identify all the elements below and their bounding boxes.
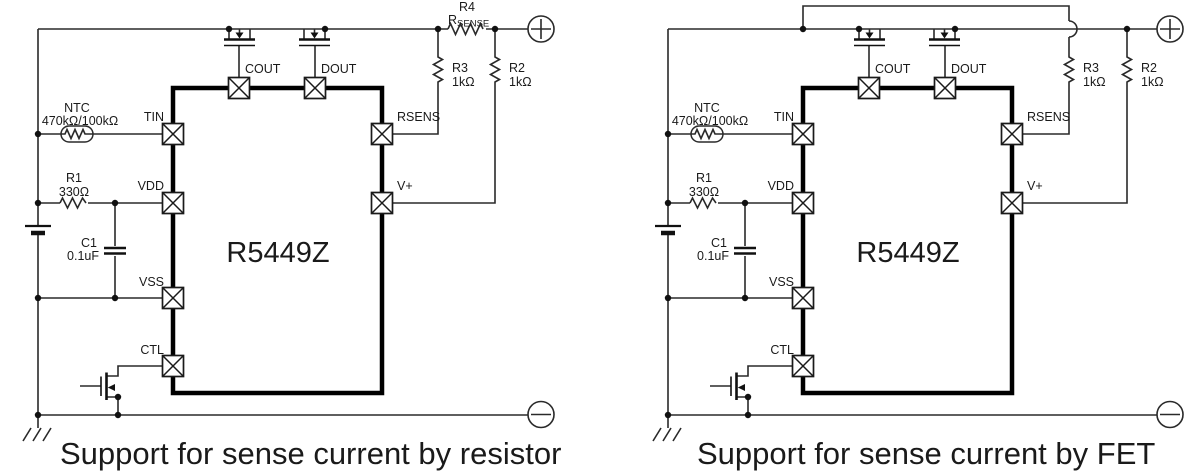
resistor-r4-zigzag — [447, 21, 484, 37]
capacitor-c1-symbol — [102, 246, 128, 255]
ntc-name-label: NTC — [694, 101, 720, 115]
pin-label-vdd: VDD — [138, 179, 164, 193]
battery-cell-symbol — [25, 226, 51, 233]
pin-label-vdd: VDD — [768, 179, 794, 193]
ic-name: R5449Z — [226, 237, 329, 269]
pin-label-tin: TIN — [144, 110, 164, 124]
pin-label-vss: VSS — [769, 275, 794, 289]
pin-label-dout: DOUT — [321, 62, 357, 76]
r3-value-label: 1kΩ — [1083, 75, 1106, 89]
r3-name-label: R3 — [452, 61, 468, 75]
pin-cout — [857, 76, 881, 100]
left-junction-dots — [34, 25, 499, 419]
r3-name-label: R3 — [1083, 61, 1099, 75]
ic-body — [800, 85, 1015, 396]
r2-value-label: 1kΩ — [1141, 75, 1164, 89]
minus-terminal-icon — [527, 400, 555, 429]
capacitor-c1-symbol — [732, 246, 758, 255]
c1-value-label: 0.1uF — [67, 249, 99, 263]
right-labels: NTC 470kΩ/100kΩ R1 330Ω C1 0.1uF TIN VDD… — [672, 61, 1164, 357]
pin-label-vplus: V+ — [397, 179, 413, 193]
r4-name-label: R4 — [459, 0, 475, 14]
pin-label-cout: COUT — [245, 62, 281, 76]
pin-rsens — [1000, 122, 1024, 146]
plus-terminal-icon — [1156, 15, 1184, 43]
pin-ctl — [161, 354, 185, 378]
ntc-thermistor-symbol — [690, 125, 724, 143]
r1-name-label: R1 — [696, 171, 712, 185]
resistor-r2-symbol — [489, 54, 501, 86]
ntc-value-label: 470kΩ/100kΩ — [42, 114, 118, 128]
pin-vplus — [1000, 191, 1024, 215]
pin-vdd — [791, 191, 815, 215]
r1-value-label: 330Ω — [689, 185, 719, 199]
pin-tin — [161, 122, 185, 146]
right-junction-dots — [664, 25, 1131, 419]
pin-label-ctl: CTL — [140, 343, 164, 357]
pin-label-dout: DOUT — [951, 62, 987, 76]
resistor-r3-symbol — [432, 54, 444, 86]
resistor-r3-symbol — [1063, 54, 1075, 86]
pin-dout — [303, 76, 327, 100]
ground-icon — [652, 427, 682, 442]
pin-ctl — [791, 354, 815, 378]
pin-tin — [791, 122, 815, 146]
right-circuit: R5449Z NTC 47 — [652, 5, 1184, 471]
ground-icon — [22, 427, 52, 442]
resistor-r1-zigzag — [59, 196, 87, 210]
r2-value-label: 1kΩ — [509, 75, 532, 89]
pin-label-vplus: V+ — [1027, 179, 1043, 193]
pin-vss — [161, 286, 185, 310]
left-circuit: R5449Z NTC 47 — [22, 0, 561, 471]
resistor-r2-symbol — [1121, 54, 1133, 86]
c1-name-label: C1 — [81, 236, 97, 250]
pin-vdd — [161, 191, 185, 215]
r1-value-label: 330Ω — [59, 185, 89, 199]
pin-label-tin: TIN — [774, 110, 794, 124]
pin-vss — [791, 286, 815, 310]
r2-name-label: R2 — [1141, 61, 1157, 75]
c1-value-label: 0.1uF — [697, 249, 729, 263]
left-pins — [161, 76, 394, 378]
pin-label-vss: VSS — [139, 275, 164, 289]
ic-name: R5449Z — [856, 237, 959, 269]
right-pins — [791, 76, 1024, 378]
pin-dout — [933, 76, 957, 100]
left-caption: Support for sense current by resistor — [60, 436, 561, 471]
resistor-r1-zigzag — [689, 196, 717, 210]
battery-cell-symbol — [655, 226, 681, 233]
pin-rsens — [370, 122, 394, 146]
left-labels: NTC 470kΩ/100kΩ R1 330Ω C1 0.1uF TIN VDD… — [42, 0, 532, 357]
c1-name-label: C1 — [711, 236, 727, 250]
pin-label-rsens: RSENS — [397, 110, 440, 124]
plus-terminal-icon — [527, 15, 555, 43]
r4-value-label: RSENSE — [448, 13, 489, 30]
pin-label-ctl: CTL — [770, 343, 794, 357]
r2-name-label: R2 — [509, 61, 525, 75]
r3-value-label: 1kΩ — [452, 75, 475, 89]
pin-label-cout: COUT — [875, 62, 911, 76]
ntc-value-label: 470kΩ/100kΩ — [672, 114, 748, 128]
minus-terminal-icon — [1156, 400, 1184, 429]
ic-body — [170, 85, 385, 396]
right-caption: Support for sense current by FET — [697, 436, 1155, 471]
wire-hop — [1068, 20, 1078, 38]
pin-cout — [227, 76, 251, 100]
pin-vplus — [370, 191, 394, 215]
ntc-name-label: NTC — [64, 101, 90, 115]
ntc-thermistor-symbol — [60, 125, 94, 143]
r1-name-label: R1 — [66, 171, 82, 185]
pin-label-rsens: RSENS — [1027, 110, 1070, 124]
